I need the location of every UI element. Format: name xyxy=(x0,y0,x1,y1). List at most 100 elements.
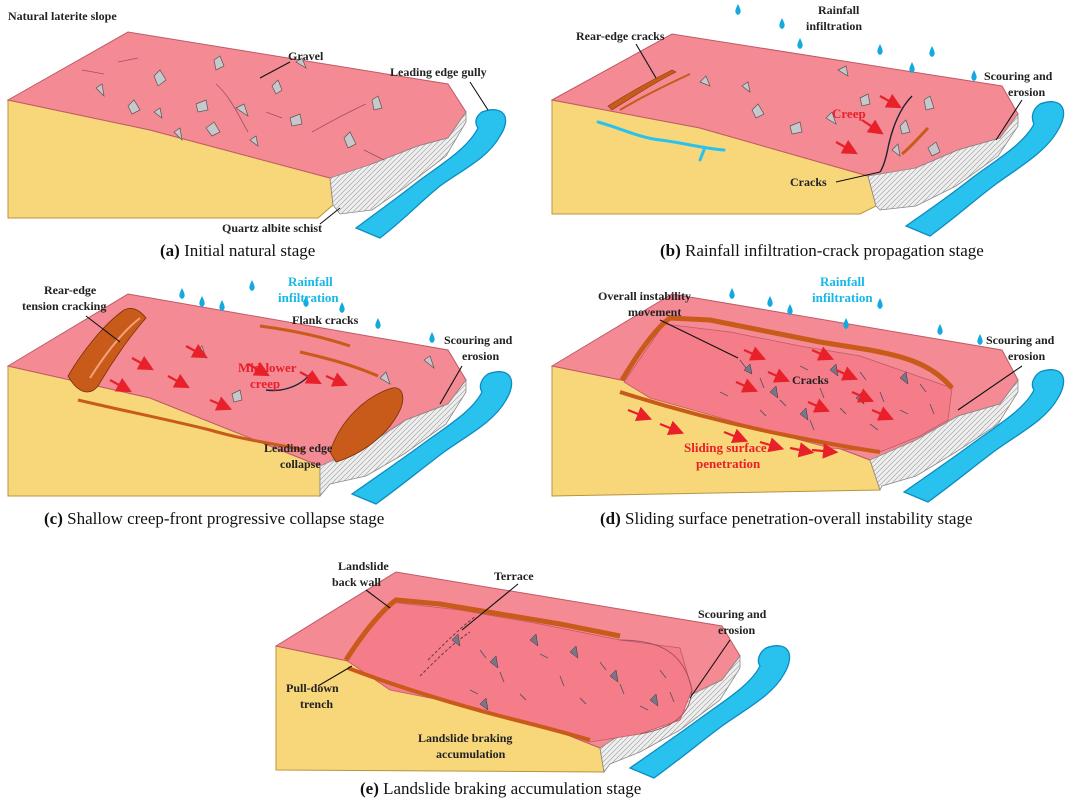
label-erosion: erosion xyxy=(718,623,755,637)
label-erosion: erosion xyxy=(462,349,499,363)
flank-crack xyxy=(259,324,351,348)
label-infiltration: infiltration xyxy=(812,290,873,305)
panel-b-block xyxy=(550,4,1065,237)
leader-cracks xyxy=(835,171,881,183)
rain-drops xyxy=(179,280,435,343)
caption-a: (a) Initial natural stage xyxy=(160,241,315,260)
caption-e: (e) Landslide braking accumulation stage xyxy=(360,779,641,798)
label-scouring-and: Scouring and xyxy=(444,333,513,347)
flank-crack xyxy=(299,350,379,378)
label-leading-edge-gully: Leading edge gully xyxy=(390,65,487,79)
label-quartz-albite-schist: Quartz albite schist xyxy=(222,221,322,235)
label-back-wall: back wall xyxy=(332,575,382,589)
gravel-pieces xyxy=(95,55,383,149)
label-overall-instability: Overall instability xyxy=(598,289,691,303)
back-wall xyxy=(343,597,621,662)
label-mid-lower: Mid-lower xyxy=(238,360,297,375)
leader-scouring xyxy=(689,639,731,699)
sliding-mass xyxy=(623,323,953,453)
slip-surface xyxy=(77,398,305,452)
label-penetration: penetration xyxy=(696,456,761,471)
front-crack xyxy=(901,126,930,156)
surface-cracks xyxy=(81,57,385,161)
panel-a-block xyxy=(6,31,507,239)
panel-d: Overall instability movement Rainfall in… xyxy=(550,274,1065,528)
label-pull-down: Pull-down xyxy=(286,681,339,695)
river xyxy=(354,109,507,239)
label-cracks: Cracks xyxy=(792,373,829,387)
river xyxy=(904,101,1065,237)
label-infiltration: infiltration xyxy=(278,290,339,305)
panel-c-block xyxy=(6,280,513,505)
label-sliding-surface: Sliding surface xyxy=(684,440,767,455)
label-creep: Creep xyxy=(832,106,866,121)
infiltration-seep xyxy=(596,120,726,162)
leader-scouring xyxy=(995,99,1023,141)
label-accumulation: accumulation xyxy=(436,747,506,761)
schist-layer xyxy=(319,378,467,498)
label-cracks: Cracks xyxy=(790,175,827,189)
schist-layer xyxy=(869,378,1019,492)
label-scouring-and: Scouring and xyxy=(698,607,767,621)
accumulation-front xyxy=(619,639,693,735)
label-landslide-braking: Landslide braking xyxy=(418,731,512,745)
schist-layer xyxy=(329,110,467,215)
label-flank-cracks: Flank cracks xyxy=(292,313,359,327)
rear-edge-inner xyxy=(89,317,141,379)
pull-down-trench xyxy=(347,666,591,742)
terrace-line xyxy=(419,615,477,677)
creep-crack-line xyxy=(879,95,913,173)
leader-scouring xyxy=(957,365,1023,411)
panel-c: Rear-edge tension cracking Rainfall infi… xyxy=(6,274,513,528)
label-erosion: erosion xyxy=(1008,349,1045,363)
river xyxy=(628,645,791,779)
creep-arrows xyxy=(109,343,349,411)
sliding-surface xyxy=(619,390,881,454)
label-rainfall: Rainfall xyxy=(818,3,860,17)
leading-edge-collapse xyxy=(329,387,404,463)
leader-scouring xyxy=(439,365,463,405)
rear-edge-crack xyxy=(619,73,691,111)
river xyxy=(902,369,1065,503)
panel-e: Landslide back wall Terrace Scouring and… xyxy=(274,559,791,798)
crack-marks xyxy=(719,359,935,431)
label-gravel: Gravel xyxy=(288,49,324,63)
label-trench: trench xyxy=(300,697,333,711)
leader-rear-edge-tension xyxy=(85,315,121,343)
leader-pull-down-trench xyxy=(317,665,353,687)
landslide-boundary xyxy=(619,315,954,390)
rear-edge-crack xyxy=(607,69,677,111)
leader-overall-instability xyxy=(659,319,739,359)
label-rear-edge-cracks: Rear-edge cracks xyxy=(576,29,665,43)
schist-layer xyxy=(867,112,1019,211)
label-terrace: Terrace xyxy=(494,569,534,583)
label-tension-cracking: tension cracking xyxy=(22,299,106,313)
label-rainfall: Rainfall xyxy=(820,274,865,289)
caption-c: (c) Shallow creep-front progressive coll… xyxy=(44,509,384,528)
label-movement: movement xyxy=(628,305,681,319)
leader-gravel xyxy=(259,61,291,79)
leader-terrace xyxy=(461,583,519,631)
label-infiltration: infiltration xyxy=(806,19,862,33)
river xyxy=(350,371,513,505)
leader-leading-edge-gully xyxy=(469,81,489,111)
label-landslide: Landslide xyxy=(338,559,389,573)
label-collapse: collapse xyxy=(280,457,321,471)
label-leading-edge: Leading edge xyxy=(264,441,333,455)
leader-back-wall xyxy=(365,589,391,609)
leader-rear-edge-cracks xyxy=(635,43,657,79)
panel-d-block xyxy=(550,288,1065,503)
leader-quartz-albite-schist xyxy=(319,207,341,225)
gravel-pieces xyxy=(699,65,941,157)
rain-drops xyxy=(729,288,983,345)
rain-drops xyxy=(735,4,977,81)
crack-marks xyxy=(469,649,675,711)
label-rainfall: Rainfall xyxy=(288,274,333,289)
label-natural-laterite-slope: Natural laterite slope xyxy=(8,9,117,23)
panel-a: Natural laterite slope Gravel Leading ed… xyxy=(6,9,507,260)
panel-e-block xyxy=(274,571,791,779)
label-creep: creep xyxy=(250,376,280,391)
label-erosion: erosion xyxy=(1008,85,1045,99)
label-scouring-and: Scouring and xyxy=(986,333,1055,347)
